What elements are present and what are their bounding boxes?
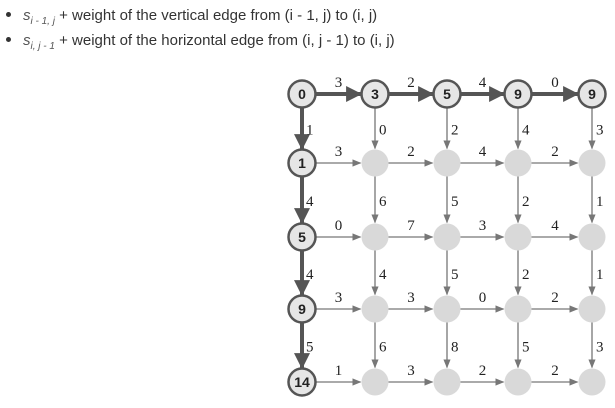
grid-node-empty <box>361 149 389 177</box>
grid-node-valued <box>577 79 607 109</box>
vertical-edge-weight: 2 <box>451 123 459 139</box>
vertical-edge-weight: 1 <box>596 194 604 210</box>
grid-node-empty <box>433 368 461 396</box>
grid-node-empty <box>504 295 532 323</box>
edges-layer: 3 2 4 0 3 2 4 2 0 7 3 4 3 3 0 2 1 3 2 2 1 0 2 4 3 4 6 5 2 1 4 4 5 2 1 5 6 8 5 3 <box>294 75 604 386</box>
grid-node-empty <box>433 223 461 251</box>
horizontal-edge-weight: 2 <box>551 290 559 306</box>
horizontal-edge-weight: 0 <box>551 75 559 91</box>
grid-node-empty <box>433 295 461 323</box>
grid-node-empty <box>578 149 606 177</box>
vertical-edge-weight: 5 <box>306 340 314 356</box>
grid-node-valued <box>432 79 462 109</box>
grid-node-empty <box>504 149 532 177</box>
grid-node-valued <box>287 148 317 178</box>
bullet-horizontal-edge: si, j - 1 + weight of the horizontal edg… <box>6 31 395 57</box>
vertical-edge-weight: 5 <box>522 340 530 356</box>
vertical-edge-weight: 8 <box>451 340 459 356</box>
vertical-edge-weight: 4 <box>306 194 314 210</box>
vertical-edge-weight: 5 <box>451 267 459 283</box>
horizontal-edge-weight: 2 <box>551 144 559 160</box>
vertical-edge-weight: 4 <box>306 267 314 283</box>
grid-node-valued <box>287 79 317 109</box>
grid-node-value: 1 <box>298 155 306 171</box>
vertical-edge-weight: 6 <box>379 194 387 210</box>
horizontal-edge-weight: 3 <box>407 290 415 306</box>
vertical-edge-weight: 2 <box>522 194 530 210</box>
vertical-edge-weight: 1 <box>306 123 314 139</box>
vertical-edge-weight: 5 <box>451 194 459 210</box>
horizontal-edge-weight: 3 <box>335 290 343 306</box>
horizontal-edge-weight: 4 <box>551 218 559 234</box>
vertical-edge-weight: 3 <box>596 123 604 139</box>
horizontal-edge-weight: 3 <box>335 144 343 160</box>
vertical-edge-weight: 4 <box>522 123 530 139</box>
bullet-vertical-edge: si - 1, j + weight of the vertical edge … <box>6 6 377 32</box>
bullet-dot-icon <box>6 11 11 17</box>
grid-node-valued <box>503 79 533 109</box>
bullet-text: + weight of the horizontal edge from (i,… <box>54 32 395 49</box>
vertical-edge-weight: 0 <box>379 123 387 139</box>
grid-node-valued <box>287 294 317 324</box>
grid-node-empty <box>433 149 461 177</box>
grid-node-empty <box>578 223 606 251</box>
vertical-edge-weight: 3 <box>596 340 604 356</box>
grid-node-empty <box>361 295 389 323</box>
bullet-variable: si - 1, j <box>23 7 55 27</box>
grid-node-value: 9 <box>588 86 596 102</box>
grid-node-value: 0 <box>298 86 306 102</box>
grid-node-value: 9 <box>514 86 522 102</box>
horizontal-edge-weight: 0 <box>335 218 343 234</box>
vertical-edge-weight: 1 <box>596 267 604 283</box>
grid-node-valued <box>287 222 317 252</box>
horizontal-edge-weight: 1 <box>335 363 343 379</box>
bullet-text: + weight of the vertical edge from (i - … <box>54 7 378 24</box>
grid-node-valued <box>360 79 390 109</box>
bullet-dot-icon <box>6 36 11 42</box>
vertical-edge-weight: 6 <box>379 340 387 356</box>
horizontal-edge-weight: 2 <box>407 144 415 160</box>
horizontal-edge-weight: 2 <box>551 363 559 379</box>
horizontal-edge-weight: 2 <box>407 75 415 91</box>
grid-node-value: 5 <box>443 86 451 102</box>
grid-node-empty <box>578 368 606 396</box>
grid-node-empty <box>361 368 389 396</box>
grid-node-empty <box>504 368 532 396</box>
vertical-edge-weight: 2 <box>522 267 530 283</box>
grid-node-empty <box>504 223 532 251</box>
horizontal-edge-weight: 7 <box>407 218 415 234</box>
horizontal-edge-weight: 2 <box>479 363 487 379</box>
horizontal-edge-weight: 0 <box>479 290 487 306</box>
grid-node-empty <box>361 223 389 251</box>
grid-node-valued <box>287 367 317 397</box>
grid-node-empty <box>578 295 606 323</box>
grid-node-value: 14 <box>294 374 310 390</box>
bullet-variable: si, j - 1 <box>23 32 55 52</box>
horizontal-edge-weight: 3 <box>479 218 487 234</box>
grid-node-value: 3 <box>371 86 379 102</box>
horizontal-edge-weight: 4 <box>479 144 487 160</box>
grid-node-value: 9 <box>298 301 306 317</box>
horizontal-edge-weight: 4 <box>479 75 487 91</box>
horizontal-edge-weight: 3 <box>407 363 415 379</box>
grid-node-value: 5 <box>298 229 306 245</box>
horizontal-edge-weight: 3 <box>335 75 343 91</box>
vertical-edge-weight: 4 <box>379 267 387 283</box>
